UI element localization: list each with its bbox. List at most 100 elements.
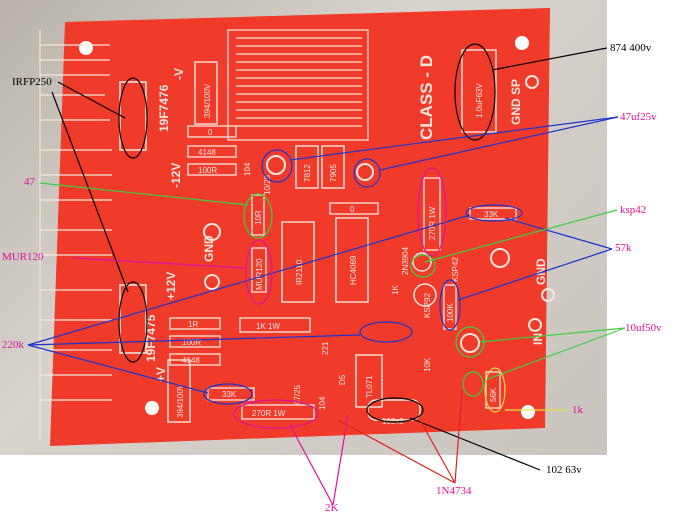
cap-394-top-footprint [194, 61, 218, 125]
pcb-photo: CLASS - D GND SP GND GND IN -V +V -12V +… [0, 0, 607, 455]
leader-220k-a [27, 214, 471, 346]
silk-c-10-25: 10/25 [263, 174, 272, 195]
board-v-plus: +V [154, 367, 168, 382]
heatsink-grid [227, 29, 369, 141]
silk-d-zener: D5 [338, 374, 347, 385]
silk-cap-1uf: 1.0uF63V [475, 83, 484, 118]
r-0-top-footprint [187, 125, 237, 138]
mount-hole-tr [515, 36, 529, 50]
pcb-board: CLASS - D GND SP GND GND IN -V +V -12V +… [39, 8, 555, 446]
terminal-in [528, 318, 542, 332]
r-1k-1w-footprint [239, 317, 311, 333]
silk-ic-4069: HC4069 [349, 255, 358, 285]
silk-r-270r-bottom: 270R 1W [252, 409, 286, 418]
label-47uf: 47uf25v [620, 111, 657, 123]
mark-r-100k [439, 279, 461, 331]
silk-c-47-25: 47/25 [293, 384, 302, 405]
mount-hole-bl [145, 401, 159, 415]
leader-1n4734-c [337, 419, 456, 484]
mark-r-270r-top [417, 167, 447, 257]
leader-ksp42 [424, 209, 618, 263]
silk-t-ksp92: KSP92 [423, 293, 432, 318]
silk-r-221: 221 [321, 341, 330, 355]
transistor-2n3904-pad [412, 252, 432, 272]
r-0-mid-footprint [329, 202, 379, 215]
leader-irfp250-bottom [51, 91, 129, 293]
silk-ic-ir2110: IR2110 [295, 259, 304, 285]
silk-r-100k: 100K [446, 303, 455, 322]
heatsink-pads [39, 30, 112, 440]
mark-cap-10uf-b [462, 371, 484, 397]
d-4148-top-footprint [187, 145, 237, 158]
label-874: 874 400v [610, 42, 652, 54]
silk-r-270r-top: 270R 1W [428, 206, 437, 240]
cap-394-bottom-footprint [167, 359, 191, 423]
label-102: 102 63v [546, 464, 582, 476]
mosfet-bottom-footprint [119, 284, 147, 354]
silk-ic-tl071: TL071 [365, 375, 374, 398]
r-270r-bottom-footprint [241, 404, 315, 420]
mark-r-1k [484, 367, 506, 413]
cap-102-footprint [367, 399, 421, 421]
r-100r-bottom-footprint [169, 335, 221, 348]
board-gnd-left: GND [202, 235, 216, 262]
cap-10-25-pad [266, 155, 286, 175]
label-irfp250: IRFP250 [12, 76, 52, 88]
leader-1n4734-b [454, 389, 463, 484]
mount-hole-br [521, 405, 535, 419]
silk-reg-7812: 7812 [303, 164, 312, 182]
cap-47-25-pad [356, 163, 374, 181]
r-mur-footprint [251, 247, 267, 293]
reg-7905-footprint [321, 145, 345, 189]
cap-10uf50-pad [460, 333, 480, 353]
silk-r-100r-bottom: 100R [182, 338, 201, 347]
board-gnd-right: GND [534, 258, 548, 285]
ic-ir2110-footprint [281, 221, 315, 303]
silk-r-33k-top: 33K [484, 210, 499, 219]
silk-r-1r: 1R [188, 320, 198, 329]
leader-10uf-b [484, 327, 626, 381]
silk-c-104-a: 104 [243, 162, 252, 176]
label-mur120: MUR120 [2, 251, 44, 263]
r-33k-bottom-footprint [207, 387, 255, 401]
mark-mur120 [245, 239, 273, 305]
leader-57k-b [504, 217, 613, 250]
r-10r-footprint [251, 194, 265, 236]
mark-r-47 [243, 193, 273, 239]
r-100k-footprint [443, 284, 457, 330]
mosfet-top-footprint [119, 81, 147, 151]
silk-q-2n3904: 2N3904 [401, 246, 410, 275]
board-12v-bottom: +12V [164, 272, 178, 300]
silk-d-4148-top: 4148 [198, 148, 216, 157]
silk-r-100r-top: 100R [198, 166, 217, 175]
reg-7812-footprint [295, 145, 319, 189]
silk-cap-394-top: 394/100V [203, 83, 212, 118]
leader-2k-a [289, 424, 334, 506]
mark-r-33k-top [465, 204, 523, 222]
leader-1n4734-a [419, 419, 456, 484]
r-270r-top-footprint [423, 177, 441, 251]
mark-cap-10uf [455, 326, 485, 358]
leader-874 [491, 47, 608, 71]
mark-r-33k-mid [359, 321, 413, 343]
cap-gnd-pad [203, 223, 221, 241]
mark-cap-10-25 [261, 149, 293, 183]
label-ksp42: ksp42 [620, 204, 647, 216]
silk-r-0-top: 0 [208, 128, 213, 137]
r-33k-top-footprint [469, 207, 517, 220]
leader-47uf-a [289, 116, 619, 161]
mark-r-270r-bottom [233, 399, 319, 429]
mark-cap-102 [366, 397, 424, 423]
silk-r-10k: 10K [423, 357, 432, 372]
silk-r-0-mid: 0 [350, 205, 355, 214]
label-47: 47 [24, 176, 35, 188]
mark-mosfet-bottom [118, 281, 148, 363]
label-1n4734: 1N4734 [436, 485, 472, 497]
ic-tl071-footprint [355, 354, 383, 408]
leader-mur120 [71, 257, 247, 269]
r-56k-footprint [485, 371, 501, 409]
board-title: CLASS - D [417, 55, 436, 140]
label-220k: 220k [2, 339, 24, 351]
cap-47-25-right-pad [490, 248, 510, 268]
